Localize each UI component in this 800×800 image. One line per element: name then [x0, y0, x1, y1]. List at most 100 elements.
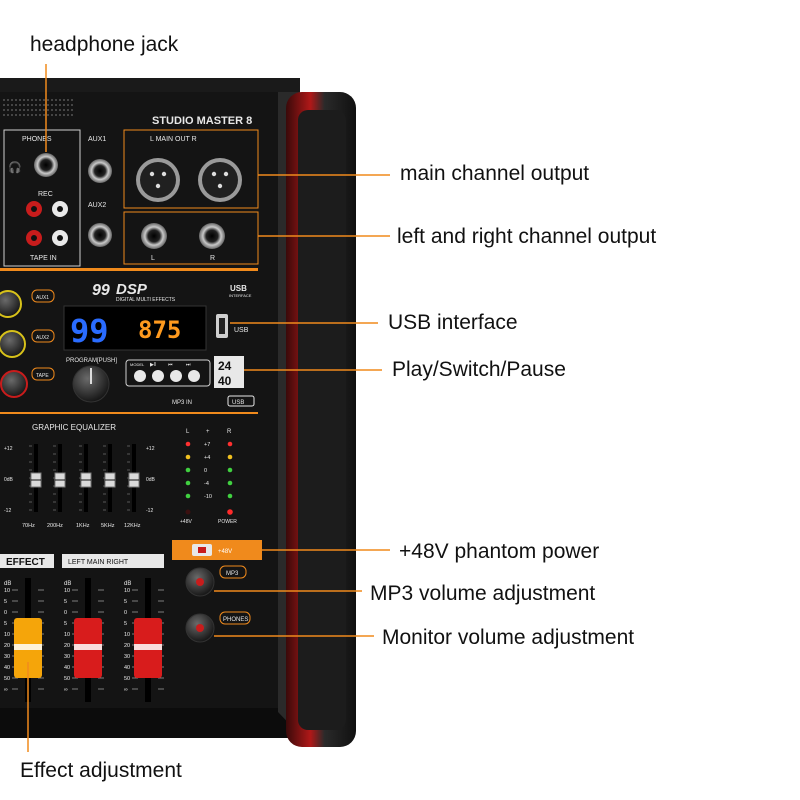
grille-dot — [19, 99, 21, 101]
speaker-grille — [3, 99, 73, 116]
dsp-display — [63, 305, 207, 351]
fader-scale-label: 5 — [4, 621, 7, 627]
callout-effect-adjustment: Effect adjustment — [20, 759, 182, 782]
fader-scale-label: 20 — [64, 643, 70, 649]
fader-scale-label: 30 — [124, 654, 130, 660]
rec-label: REC — [38, 191, 53, 198]
mp3-knob-frame — [219, 565, 247, 579]
geq-scale-top-right: +12 — [146, 446, 155, 452]
grille-dot — [71, 109, 73, 111]
mp3in-usb-label: USB — [232, 400, 244, 406]
geq-band-label: 200Hz — [47, 523, 63, 529]
meter-plus-label: + — [206, 429, 210, 435]
aux2-jack[interactable] — [88, 223, 112, 247]
meter-led-left — [185, 493, 191, 499]
fader-section: 105051020304050∞105051020304050∞10505102… — [4, 578, 164, 702]
aux1-jack[interactable] — [88, 159, 112, 183]
grille-dot — [71, 114, 73, 116]
geq-band-label: 70Hz — [22, 523, 35, 529]
grille-dot — [11, 104, 13, 106]
meter-led-left — [185, 454, 191, 460]
grille-dot — [23, 109, 25, 111]
db-label-left: dB — [64, 581, 71, 587]
grille-dot — [11, 114, 13, 116]
grille-dot — [3, 104, 5, 106]
meter-value: -4 — [204, 481, 209, 487]
aux1-level-knob[interactable] — [0, 290, 22, 318]
dsp-logo: DSP — [116, 281, 148, 298]
callout-main-channel-output: main channel output — [400, 162, 590, 185]
fader-scale-label: 5 — [64, 599, 67, 605]
grille-dot — [35, 99, 37, 101]
grille-dot — [63, 109, 65, 111]
model-button[interactable] — [134, 370, 146, 382]
meter-led-right — [227, 454, 233, 460]
grille-dot — [43, 99, 45, 101]
bit-badge-bottom: 40 — [218, 374, 232, 388]
headphone-jack[interactable] — [34, 153, 58, 177]
fader-scale-label: 40 — [4, 665, 10, 671]
meter-value: 0 — [204, 468, 207, 474]
previous-button[interactable] — [170, 370, 182, 382]
housing-bottom-edge — [0, 708, 300, 738]
fader-scale-label: 5 — [124, 621, 127, 627]
grille-dot — [31, 109, 33, 111]
next-icon: ⏭ — [186, 362, 191, 368]
grille-dot — [63, 99, 65, 101]
plus48-led — [185, 509, 191, 515]
left-output-jack[interactable] — [141, 223, 167, 249]
grille-dot — [55, 114, 57, 116]
mp3in-label: MP3 IN — [172, 400, 192, 406]
meter-value: +7 — [204, 442, 210, 448]
fader-scale-label: 40 — [124, 665, 130, 671]
brand-label: STUDIO MASTER 8 — [152, 115, 252, 127]
meter-led-left — [185, 480, 191, 486]
power-led — [227, 509, 233, 515]
dsp-number: 99 — [92, 282, 110, 299]
db-label-right: dB — [124, 581, 131, 587]
callout-lines — [27, 64, 390, 752]
xlr-right[interactable] — [198, 158, 242, 202]
xlr-left[interactable] — [136, 158, 180, 202]
fader-scale-label: 50 — [64, 676, 70, 682]
fader-cap-stripe — [74, 644, 102, 650]
usb-logo: USB — [230, 284, 247, 293]
phantom-strip — [172, 540, 262, 560]
grille-dot — [23, 114, 25, 116]
main-fader-header — [62, 554, 164, 568]
grille-dot — [55, 109, 57, 111]
grille-dot — [11, 109, 13, 111]
right-output-jack[interactable] — [199, 223, 225, 249]
tape-level-knob[interactable] — [0, 370, 28, 398]
next-button[interactable] — [188, 370, 200, 382]
phones-label: PHONES — [22, 136, 52, 143]
fader-scale-label: ∞ — [124, 687, 128, 693]
tape-knob-frame — [31, 367, 55, 381]
grille-dot — [27, 99, 29, 101]
fader-scale-label: 30 — [64, 654, 70, 660]
geq-scale-top-left: +12 — [4, 446, 13, 452]
plus48-led-label: +48V — [180, 519, 192, 525]
fader-scale-label: 10 — [64, 588, 70, 594]
transport-frame — [125, 359, 211, 387]
aux2-level-knob[interactable] — [0, 330, 26, 358]
grille-dot — [7, 104, 9, 106]
fader-scale-label: 5 — [64, 621, 67, 627]
grille-dot — [67, 109, 69, 111]
program-label: PROGRAM[PUSH] — [66, 358, 117, 364]
meter-left-label: L — [186, 429, 190, 435]
grille-dot — [51, 109, 53, 111]
geq-band-label: 12KHz — [124, 523, 141, 529]
play-pause-button[interactable] — [152, 370, 164, 382]
geq-scale-mid-right: 0dB — [146, 477, 156, 483]
play-pause-icon: ▶‖ — [150, 362, 156, 368]
fader-scale-label: 0 — [124, 610, 127, 616]
fader-scale-label: 10 — [124, 588, 130, 594]
usb-interface-label: INTERFACE — [229, 293, 252, 298]
tape-in-label: TAPE IN — [30, 255, 57, 262]
grille-dot — [15, 114, 17, 116]
grille-dot — [47, 114, 49, 116]
power-led-label: POWER — [218, 519, 237, 525]
grille-dot — [59, 114, 61, 116]
grille-dot — [31, 99, 33, 101]
